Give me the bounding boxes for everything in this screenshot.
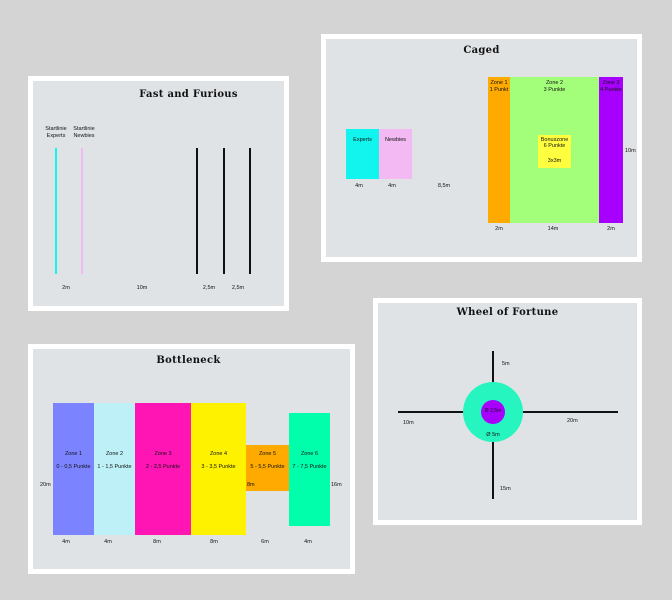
caged-bonus-name: Bonuszone	[540, 137, 569, 143]
wheel-top-label: 5m	[502, 361, 510, 367]
bottleneck-zone-4-name: Zone 4	[209, 451, 228, 457]
caged-dim-3: 8,5m	[437, 183, 451, 189]
bottleneck-zone-3: Zone 3 2 - 2,5 Punkte	[135, 403, 191, 535]
bottleneck-zone-1-points: 0 - 0,5 Punkte	[56, 464, 91, 470]
caged-zone-1-name: Zone 1	[490, 80, 508, 86]
fast-dim-1: 2m	[62, 285, 70, 291]
fast-dim-2: 10m	[136, 285, 148, 291]
wheel-line-left	[398, 411, 474, 413]
caged-newbies-label: Newbies	[384, 137, 407, 143]
wheel-line-bottom	[492, 437, 494, 499]
caged-zone-1: Zone 1 1 Punkt	[488, 77, 510, 223]
bottleneck-zone-6: Zone 6 7 - 7,5 Punkte	[289, 413, 330, 526]
fast-dim-3: 2,5m	[202, 285, 216, 291]
bottleneck-width-3: 8m	[153, 539, 161, 545]
caged-title: Caged	[463, 45, 500, 56]
bottleneck-zone-1: Zone 1 0 - 0,5 Punkte	[53, 403, 94, 535]
start-experts-label-1: Startlinie	[45, 126, 67, 132]
bottleneck-zone-2-points: 1 - 1,5 Punkte	[97, 464, 132, 470]
caged-height-label: 10m	[625, 148, 636, 154]
caged-zone-3-points: 4 Punkte	[600, 87, 622, 93]
bottleneck-width-5: 6m	[261, 539, 269, 545]
fast-dim-4: 2,5m	[231, 285, 245, 291]
caged-zone-1-points: 1 Punkt	[489, 87, 509, 93]
bottleneck-field: Bottleneck 20m Zone 1 0 - 0,5 Punkte Zon…	[33, 349, 350, 569]
caged-dim-2: 4m	[388, 183, 396, 189]
bottleneck-zone-6-points: 7 - 7,5 Punkte	[292, 464, 327, 470]
bottleneck-height-right: 16m	[331, 482, 342, 488]
bottleneck-zone-5-points: 5 - 5,5 Punkte	[250, 464, 285, 470]
caged-bonus-size: 3x3m	[547, 158, 562, 164]
bottleneck-title: Bottleneck	[156, 355, 221, 366]
caged-dim-4: 2m	[495, 226, 503, 232]
caged-bonus-zone: Bonuszone 6 Punkte 3x3m	[538, 135, 571, 168]
wheel-of-fortune-title: Wheel of Fortune	[456, 307, 559, 318]
bottleneck-zone-2: Zone 2 1 - 1,5 Punkte	[94, 403, 135, 535]
caged-bonus-points: 6 Punkte	[543, 143, 566, 149]
bottleneck-width-4: 8m	[210, 539, 218, 545]
fast-and-furious-panel: Fast and Furious Startlinie Experts Star…	[28, 76, 289, 311]
bottleneck-zone-5: Zone 5 5 - 5,5 Punkte	[246, 445, 289, 491]
start-newbies-label-2: Newbies	[73, 133, 95, 139]
wheel-of-fortune-field: Wheel of Fortune Ø 2,5m Ø 5m 5m 10m 20m …	[378, 303, 637, 520]
wheel-line-top	[492, 351, 494, 399]
bottleneck-width-2: 4m	[104, 539, 112, 545]
caged-zone-2-name: Zone 2	[545, 80, 564, 86]
bottleneck-height-left: 20m	[40, 482, 51, 488]
caged-zone-2-points: 3 Punkte	[543, 87, 566, 93]
bottleneck-zone-5-name: Zone 5	[258, 451, 277, 457]
start-line-newbies	[81, 148, 83, 274]
bottleneck-zone-1-name: Zone 1	[64, 451, 83, 457]
caged-experts-label: Experts	[353, 137, 372, 143]
bottleneck-zone-3-points: 2 - 2,5 Punkte	[145, 464, 181, 470]
wheel-inner-circle: Ø 2,5m	[481, 400, 505, 424]
wheel-bottom-label: 15m	[500, 486, 511, 492]
bottleneck-width-1: 4m	[62, 539, 70, 545]
bottleneck-zone-4-points: 3 - 3,5 Punkte	[201, 464, 236, 470]
wheel-right-label: 20m	[567, 418, 578, 424]
start-newbies-label-1: Startlinie	[73, 126, 95, 132]
start-experts-label-2: Experts	[46, 133, 66, 139]
line-2	[223, 148, 225, 274]
caged-experts-zone: Experts	[346, 129, 379, 179]
line-1	[196, 148, 198, 274]
caged-field: Caged Experts Newbies Zone 1 1 Punkt Zon…	[326, 39, 637, 257]
caged-dim-5: 14m	[547, 226, 559, 232]
wheel-line-right	[512, 411, 618, 413]
caged-newbies-zone: Newbies	[379, 129, 412, 179]
bottleneck-zone-2-name: Zone 2	[105, 451, 124, 457]
bottleneck-zone-6-name: Zone 6	[300, 451, 319, 457]
caged-panel: Caged Experts Newbies Zone 1 1 Punkt Zon…	[321, 34, 642, 262]
bottleneck-zone-4: Zone 4 3 - 3,5 Punkte	[191, 403, 246, 535]
wheel-outer-label: Ø 5m	[486, 432, 500, 438]
bottleneck-panel: Bottleneck 20m Zone 1 0 - 0,5 Punkte Zon…	[28, 344, 355, 574]
bottleneck-zone-3-name: Zone 3	[154, 451, 172, 457]
start-line-experts	[55, 148, 57, 274]
fast-and-furious-field: Fast and Furious Startlinie Experts Star…	[33, 81, 284, 306]
fast-and-furious-title: Fast and Furious	[139, 89, 238, 100]
caged-dim-6: 2m	[607, 226, 615, 232]
wheel-of-fortune-panel: Wheel of Fortune Ø 2,5m Ø 5m 5m 10m 20m …	[373, 298, 642, 525]
caged-zone-3-name: Zone 3	[602, 80, 620, 86]
wheel-left-label: 10m	[403, 420, 414, 426]
line-3	[249, 148, 251, 274]
caged-dim-1: 4m	[355, 183, 363, 189]
caged-zone-3: Zone 3 4 Punkte	[599, 77, 623, 223]
caged-zone-2: Zone 2 3 Punkte Bonuszone 6 Punkte 3x3m	[510, 77, 599, 223]
bottleneck-height-mid: 8m	[247, 482, 255, 488]
bottleneck-width-6: 4m	[304, 539, 312, 545]
wheel-inner-label: Ø 2,5m	[484, 408, 502, 414]
